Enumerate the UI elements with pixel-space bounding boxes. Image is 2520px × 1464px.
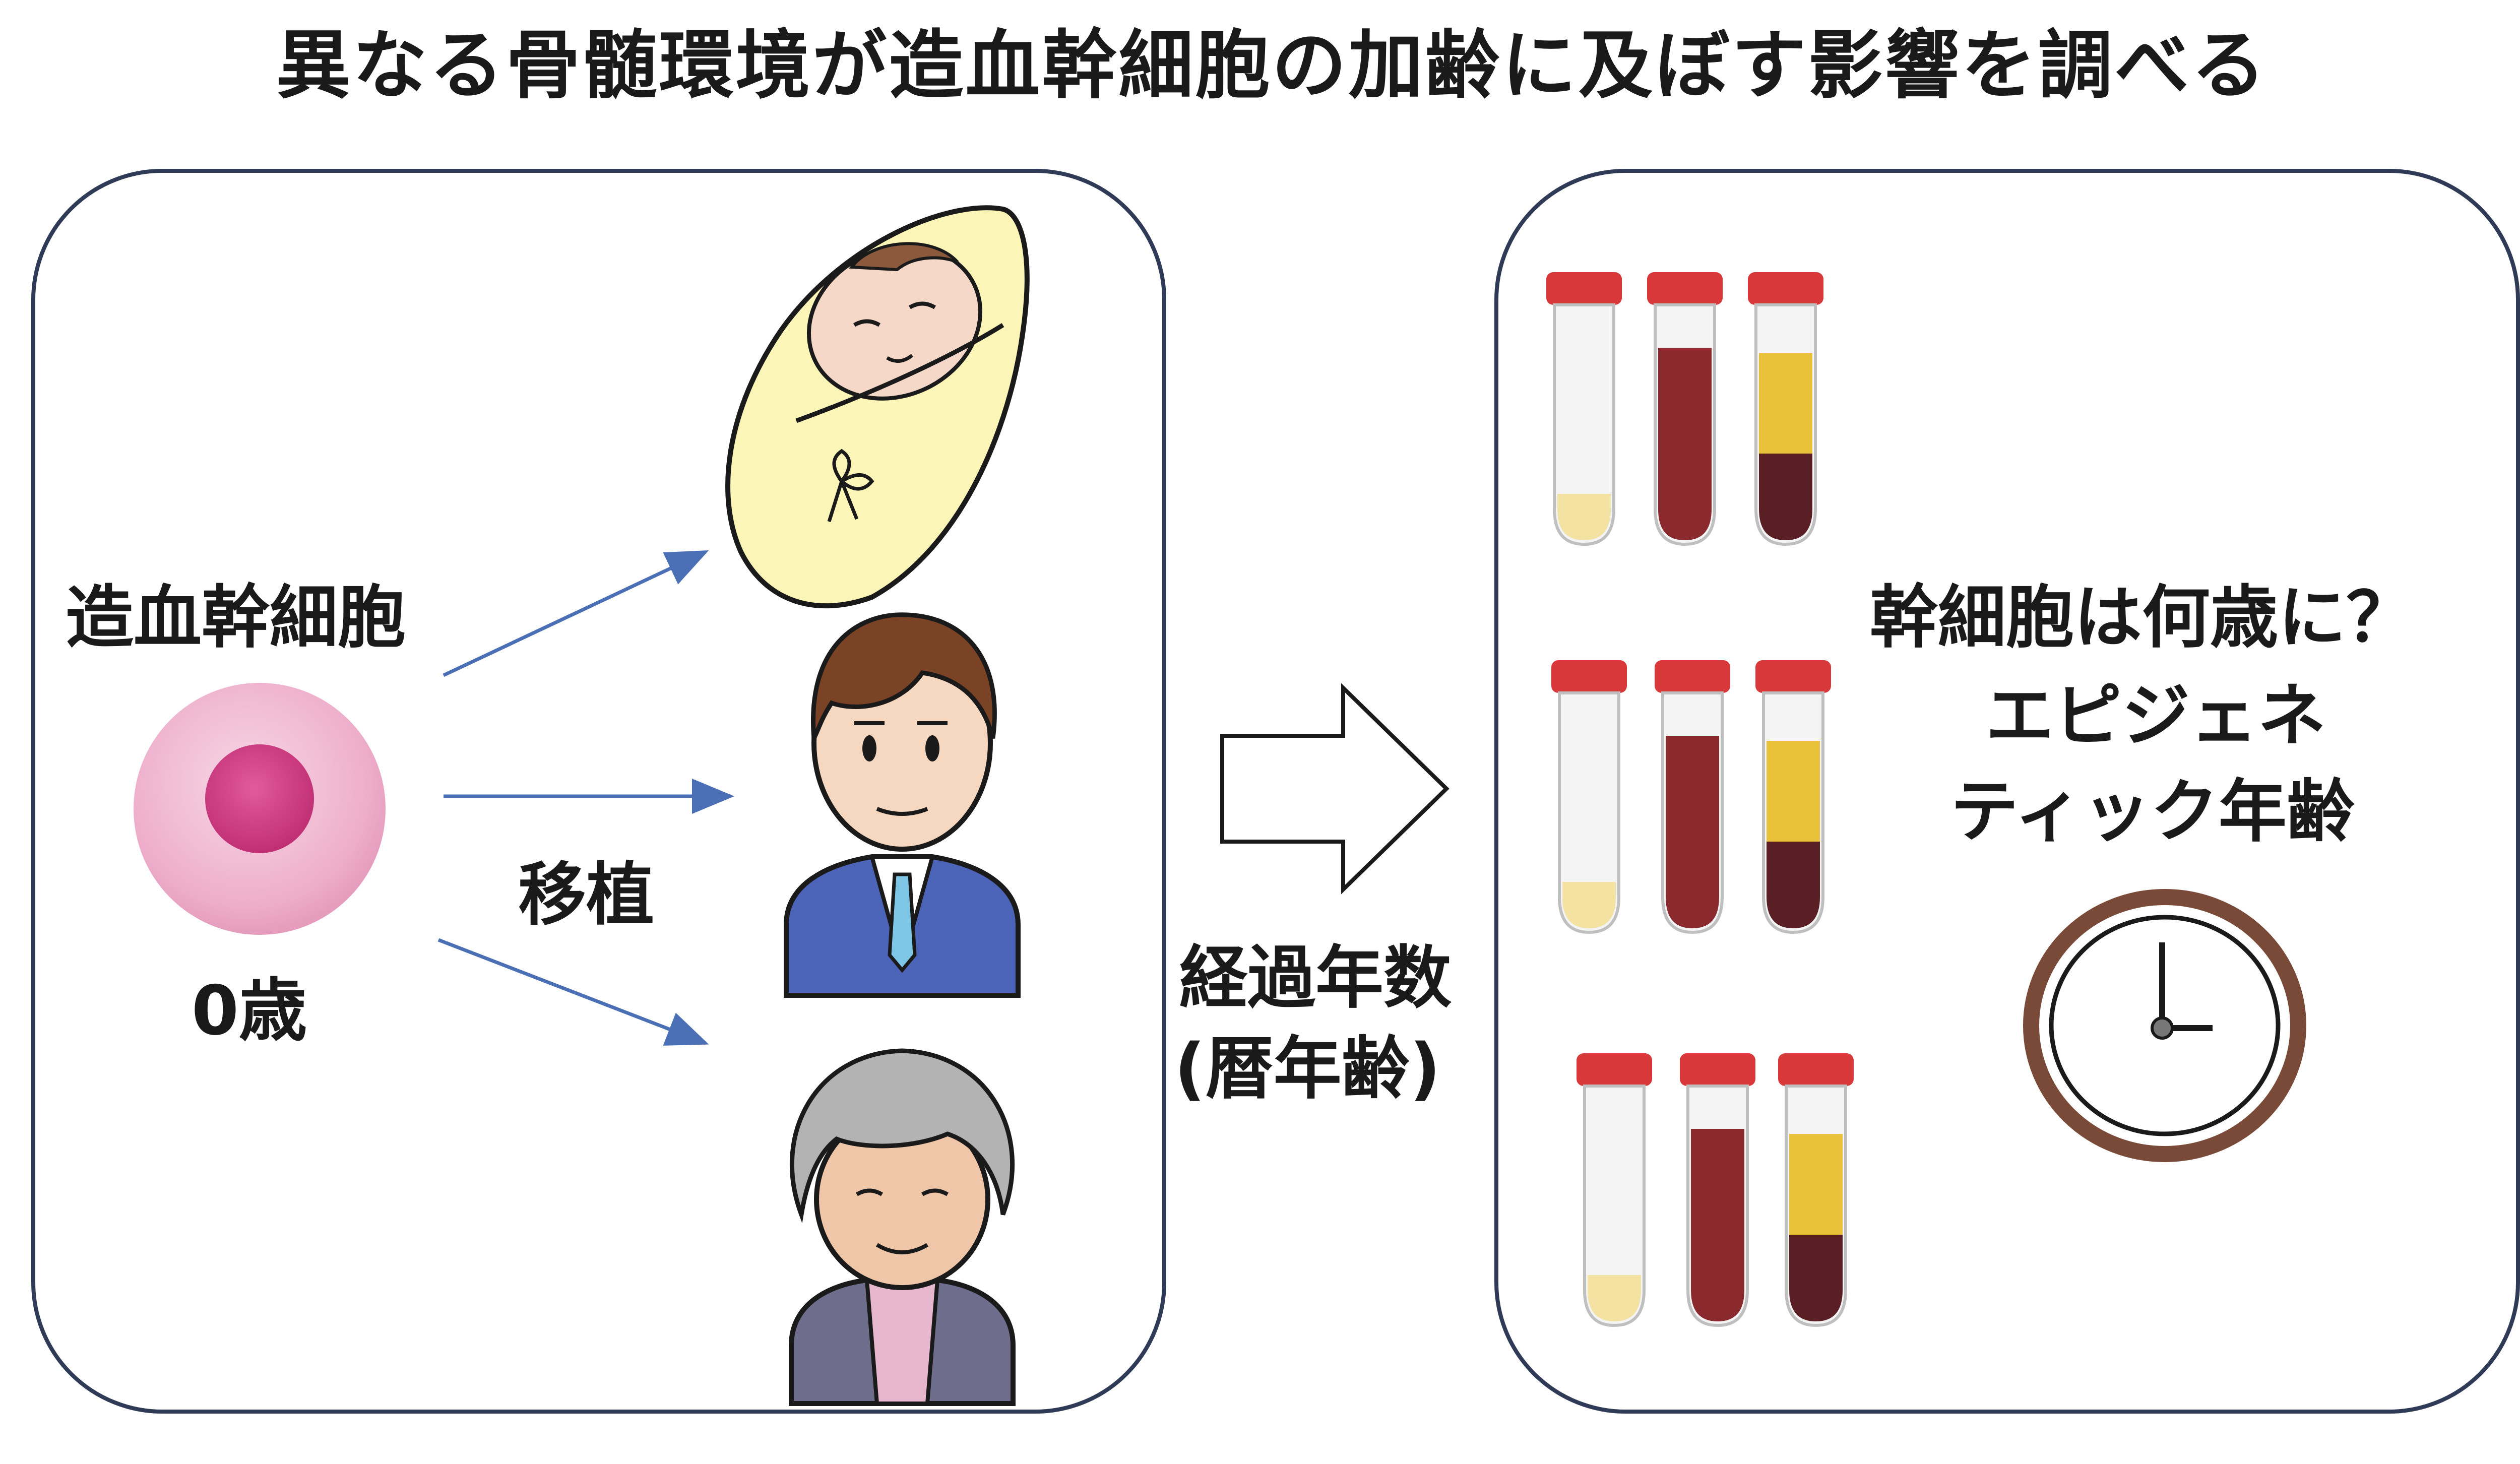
- transplant-label: 移植: [518, 855, 654, 934]
- calendar-age-label: (暦年齢): [1174, 1029, 1441, 1108]
- arrow-to-elderly: [437, 938, 709, 1046]
- cell-age-label: 0歳: [192, 971, 307, 1050]
- question-line-3: ティック年齢: [1950, 772, 2355, 851]
- tube-row-1: [1546, 272, 1823, 544]
- arrow-to-baby: [443, 550, 709, 677]
- elapsed-time-arrow: [1220, 683, 1450, 895]
- elapsed-years-label: 経過年数: [1179, 938, 1452, 1017]
- elderly-woman-icon: [789, 1048, 1016, 1406]
- tube-row-3: [1577, 1053, 1854, 1325]
- blood-sample-tubes: [1542, 272, 1895, 1361]
- left-panel: [31, 169, 1166, 1414]
- question-line-1: 幹細胞は何歳に？: [1870, 578, 2414, 657]
- page-title: 異なる骨髄環境が造血幹細胞の加齢に及ぼす影響を調べる: [276, 22, 2268, 109]
- right-panel: [1494, 169, 2520, 1414]
- question-line-2: エピジェネ: [1986, 676, 2326, 755]
- baby-icon: [725, 205, 1030, 609]
- clock-icon: [2023, 889, 2306, 1162]
- tube-row-2: [1551, 660, 1831, 932]
- stem-cell-label: 造血幹細胞: [66, 578, 406, 657]
- adult-man-icon: [784, 612, 1021, 998]
- stem-cell-icon: [134, 683, 386, 935]
